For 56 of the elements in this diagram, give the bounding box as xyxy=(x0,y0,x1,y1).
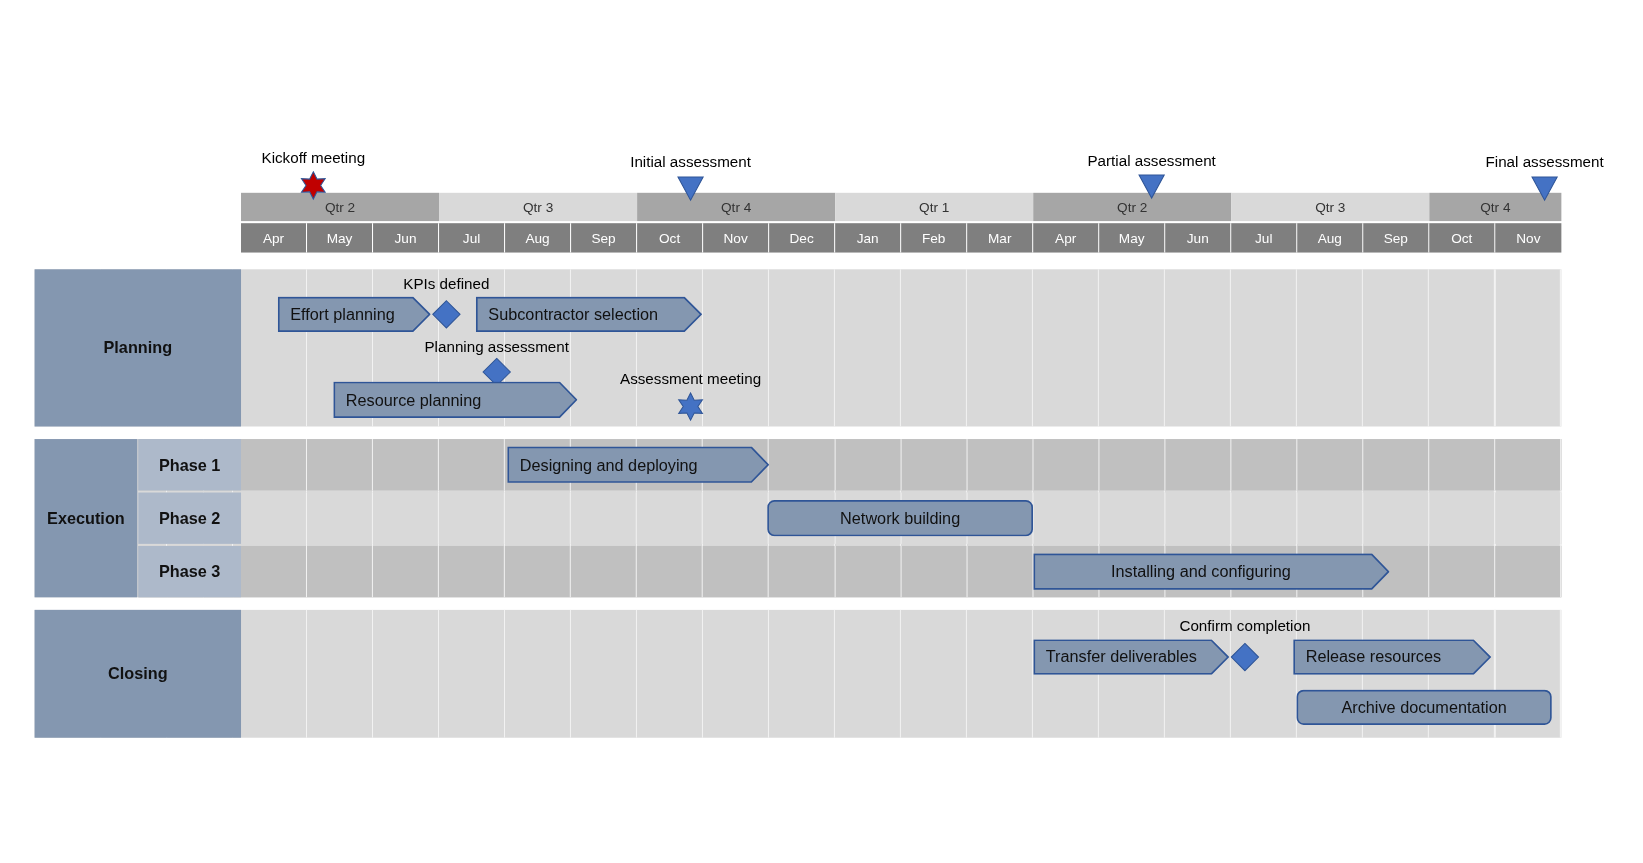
milestone-label: Kickoff meeting xyxy=(260,149,367,167)
task-bar: Network building xyxy=(767,499,1034,537)
quarter-header: Qtr 3 xyxy=(439,192,638,222)
task-bar: Designing and deploying xyxy=(507,446,770,484)
month-header: Sep xyxy=(571,223,638,253)
lane-header: Phase 1 xyxy=(138,439,241,491)
month-header: Jun xyxy=(373,223,440,253)
milestone-label: Assessment meeting xyxy=(619,369,763,387)
quarter-header: Qtr 2 xyxy=(1033,192,1232,222)
milestone-label: Partial assessment xyxy=(1086,151,1217,169)
milestone-label: Initial assessment xyxy=(629,153,752,170)
task-bar: Effort planning xyxy=(277,296,431,333)
month-header: Dec xyxy=(769,223,836,253)
task-bar: Transfer deliverables xyxy=(1033,639,1230,675)
swimlane-band xyxy=(138,439,1562,491)
month-header: May xyxy=(1099,223,1166,253)
lane-header: Phase 2 xyxy=(138,492,241,544)
month-header: Jan xyxy=(835,223,902,253)
month-header: Apr xyxy=(1033,223,1100,253)
task-bar: Release resources xyxy=(1293,639,1492,675)
milestone-label: Final assessment xyxy=(1484,153,1605,170)
milestone-label: KPIs defined xyxy=(402,275,491,293)
swimlane-band xyxy=(34,439,1562,598)
task-bar: Archive documentation xyxy=(1296,689,1552,726)
quarter-header: Qtr 4 xyxy=(637,192,836,222)
milestone-label: Planning assessment xyxy=(423,338,570,356)
month-header: Jul xyxy=(1231,223,1298,253)
month-header: Aug xyxy=(1297,223,1364,253)
quarter-header: Qtr 1 xyxy=(835,192,1034,222)
month-header: Jun xyxy=(1165,223,1232,253)
quarter-header: Qtr 4 xyxy=(1429,192,1562,222)
month-header: Nov xyxy=(703,223,770,253)
lane-header: Execution xyxy=(34,439,138,598)
month-header: Nov xyxy=(1495,223,1562,253)
month-header: Mar xyxy=(967,223,1034,253)
lane-header: Phase 3 xyxy=(138,545,241,598)
swimlane-band xyxy=(34,269,1562,427)
swimlane-band xyxy=(138,545,1562,598)
swimlane-band xyxy=(34,609,1562,738)
month-header: Jul xyxy=(439,223,506,253)
quarter-header: Qtr 2 xyxy=(241,192,440,222)
swimlane-band xyxy=(138,492,1562,544)
task-bar: Installing and configuring xyxy=(1033,553,1390,590)
month-header: Oct xyxy=(637,223,704,253)
month-header: Feb xyxy=(901,223,968,253)
lane-header: Planning xyxy=(34,269,241,427)
month-header: May xyxy=(307,223,374,253)
month-header: Aug xyxy=(505,223,572,253)
milestone-label: Confirm completion xyxy=(1178,617,1312,634)
task-bar: Subcontractor selection xyxy=(475,296,703,333)
month-header: Oct xyxy=(1429,223,1496,253)
month-header: Sep xyxy=(1363,223,1430,253)
quarter-header: Qtr 3 xyxy=(1231,192,1430,222)
month-header: Apr xyxy=(241,223,308,253)
lane-header: Closing xyxy=(34,609,241,738)
task-bar: Resource planning xyxy=(333,381,578,419)
